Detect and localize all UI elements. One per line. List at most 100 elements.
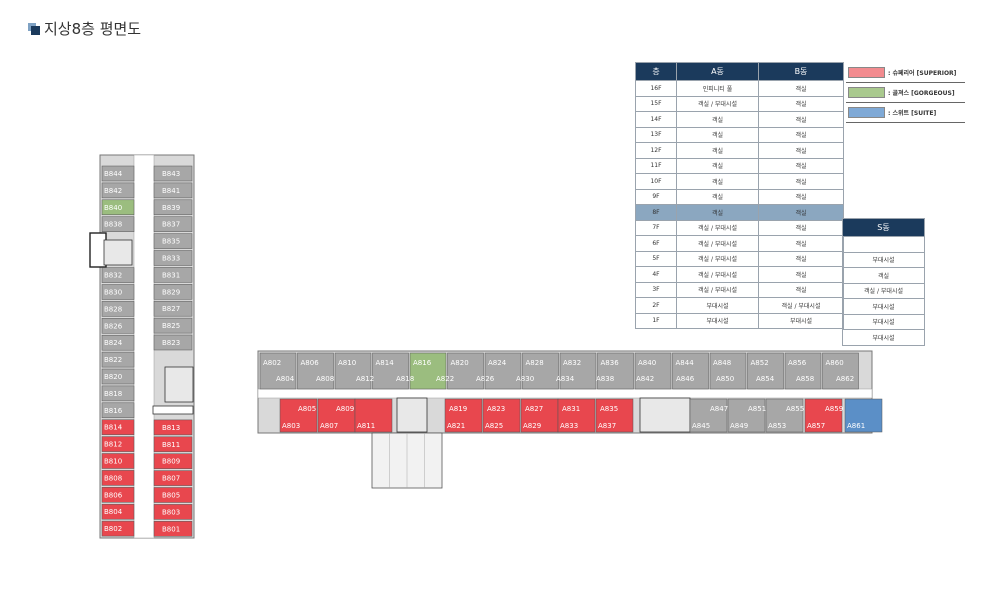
room-label: B838 xyxy=(104,221,122,229)
room-label: A853 xyxy=(768,422,786,430)
room xyxy=(153,216,193,232)
room xyxy=(101,520,135,537)
room xyxy=(153,165,193,182)
b-left-core xyxy=(103,239,133,266)
room xyxy=(672,352,709,390)
plan-rooms: B844B842B840B838B832B830B828B826B824B822… xyxy=(101,165,883,537)
room-label: A805 xyxy=(298,405,316,413)
room-label: A819 xyxy=(449,405,467,413)
room-label: B805 xyxy=(162,492,180,500)
page-title: 지상8층 평면도 xyxy=(28,18,141,39)
room-label: B803 xyxy=(162,508,180,516)
room xyxy=(101,334,135,351)
room-label: A849 xyxy=(730,422,748,430)
room-label: B837 xyxy=(162,221,180,229)
room xyxy=(153,453,193,469)
legend-swatch-superior xyxy=(848,67,885,78)
room xyxy=(822,352,859,390)
room-label: B842 xyxy=(104,187,122,195)
room xyxy=(354,398,393,433)
room-label: B830 xyxy=(104,289,122,297)
room-label: A855 xyxy=(786,405,804,413)
room-label: A806 xyxy=(301,359,320,367)
room xyxy=(334,352,372,390)
room-label: B840 xyxy=(104,204,122,212)
legend-swatch-suite xyxy=(848,107,885,118)
room xyxy=(689,398,728,433)
room-label: A809 xyxy=(336,405,354,413)
room xyxy=(153,317,193,334)
room-label: A802 xyxy=(263,359,281,367)
room-label: A844 xyxy=(676,359,695,367)
b-right-stair xyxy=(152,405,194,415)
room-label: B833 xyxy=(162,255,180,263)
room xyxy=(101,165,135,182)
room xyxy=(297,352,334,390)
room-label: B820 xyxy=(104,373,122,381)
a-core-left xyxy=(396,397,428,433)
room-label: A834 xyxy=(556,375,575,383)
room-label: B802 xyxy=(104,525,122,533)
legend-label-superior: : 슈페리어 [SUPERIOR] xyxy=(888,70,957,77)
room xyxy=(101,216,135,232)
room-label: A862 xyxy=(836,375,854,383)
room-label: A829 xyxy=(523,422,541,430)
room-label: B810 xyxy=(104,458,122,466)
room xyxy=(595,398,634,433)
room xyxy=(597,352,634,390)
room xyxy=(101,487,135,503)
room xyxy=(153,436,193,453)
table-cell-b: 객실 xyxy=(758,204,844,221)
room xyxy=(101,368,135,385)
room-label: A846 xyxy=(676,375,695,383)
room xyxy=(804,398,843,433)
room-label: B811 xyxy=(162,441,180,449)
room-label: B809 xyxy=(162,458,180,466)
table-cell-b: 부대시설 xyxy=(758,312,844,329)
room-label: B812 xyxy=(104,441,122,449)
room-label: A803 xyxy=(282,422,300,430)
room xyxy=(520,398,559,433)
room xyxy=(727,398,766,433)
room-label: B804 xyxy=(104,508,123,516)
room-label: A835 xyxy=(600,405,618,413)
room-label: A838 xyxy=(596,375,614,383)
room xyxy=(153,334,193,351)
room-label: B827 xyxy=(162,305,180,313)
a-core-right xyxy=(639,397,691,433)
room-label: A850 xyxy=(716,375,734,383)
legend-label-gorgeous: : 골져스 [GORGEOUS] xyxy=(888,90,955,97)
room xyxy=(101,453,135,469)
room-label: B816 xyxy=(104,407,123,415)
room xyxy=(153,182,193,199)
room-label: A822 xyxy=(436,375,454,383)
room-label: A837 xyxy=(598,422,616,430)
room xyxy=(101,402,135,419)
legend-swatch-gorgeous xyxy=(848,87,885,98)
room-label: A814 xyxy=(376,359,395,367)
table-row: 객실 / 부대시설 xyxy=(842,282,925,299)
room-type-legend: : 슈페리어 [SUPERIOR] : 골져스 [GORGEOUS] : 스위트… xyxy=(846,63,965,123)
room-label: A812 xyxy=(356,375,374,383)
table-header-b: B동 xyxy=(758,62,844,81)
room xyxy=(101,301,135,317)
room xyxy=(101,318,135,334)
room xyxy=(153,267,193,283)
room-label: A856 xyxy=(788,359,807,367)
room xyxy=(709,352,747,390)
room-label: B823 xyxy=(162,339,180,347)
room xyxy=(559,352,597,390)
room xyxy=(101,436,135,452)
room xyxy=(101,199,135,216)
room-label: A845 xyxy=(692,422,710,430)
room-label: A818 xyxy=(396,375,414,383)
room-label: A831 xyxy=(562,405,580,413)
room xyxy=(101,419,135,435)
table-header-s: S동 xyxy=(842,218,925,237)
